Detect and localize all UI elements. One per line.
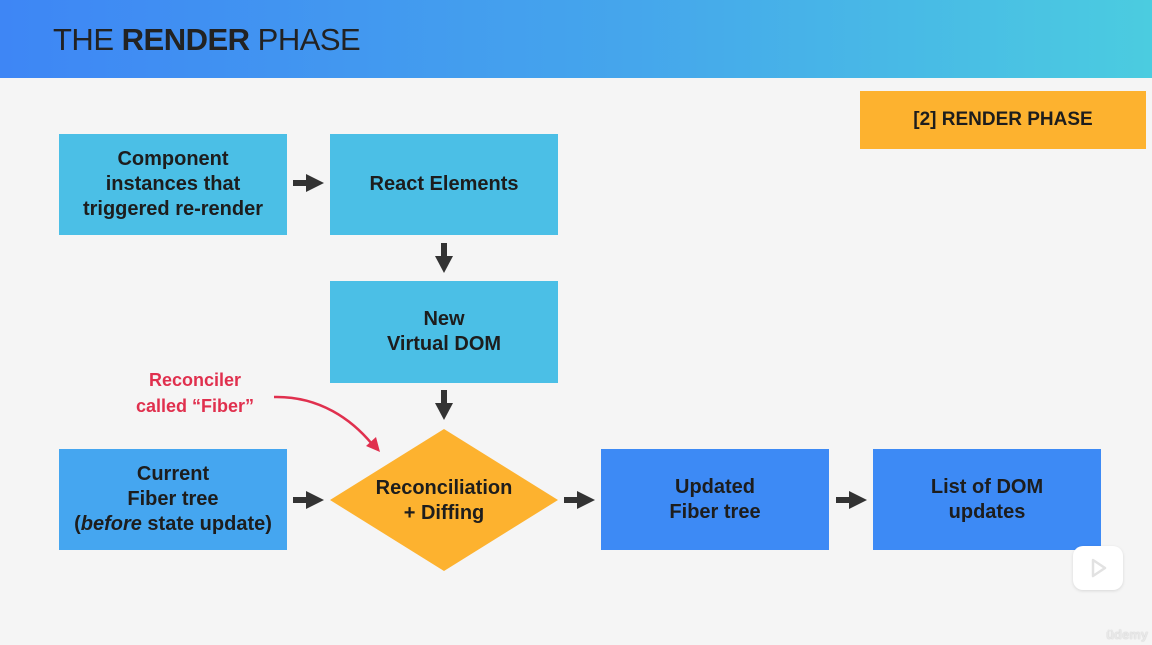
arrows	[293, 174, 867, 509]
arrow-reconciliation-to-updated-fiber	[564, 491, 595, 509]
updated-fiber-tree-node: Updated Fiber tree	[601, 449, 829, 550]
current-fiber-line3: (before state update)	[74, 513, 272, 535]
react-elements-label: React Elements	[369, 173, 519, 195]
react-elements-node: React Elements	[330, 134, 558, 235]
component-instances-node: Component instances that triggered re-re…	[59, 134, 287, 235]
current-fiber-italic: before	[80, 513, 142, 535]
component-instances-label: Component instances that triggered re-re…	[82, 148, 264, 220]
arrow-component-to-react-elements	[293, 174, 324, 192]
fiber-annotation-curve	[273, 395, 373, 445]
current-fiber-tree-node: Current Fiber tree (before state update)	[59, 449, 287, 550]
current-fiber-line2: Fiber tree	[127, 488, 219, 510]
arrow-updated-fiber-to-dom-updates	[836, 491, 867, 509]
arrow-virtual-dom-to-reconciliation	[435, 390, 453, 420]
updated-fiber-tree-label: Updated Fiber tree	[669, 475, 761, 523]
title-bold: RENDER	[121, 22, 250, 57]
arrow-current-fiber-to-reconciliation	[293, 491, 324, 509]
current-fiber-line1: Current	[136, 463, 210, 485]
udemy-watermark: üdemy	[1106, 627, 1148, 642]
fiber-annotation-arrowhead	[366, 437, 380, 452]
reconciler-annotation: Reconciler called “Fiber”	[135, 370, 255, 416]
title-suffix: PHASE	[249, 22, 361, 57]
play-icon	[1085, 541, 1107, 578]
reconciliation-label: Reconciliation + Diffing	[375, 477, 513, 524]
title-prefix: THE	[53, 22, 122, 57]
dom-updates-label: List of DOM updates	[930, 475, 1044, 523]
dom-updates-node: List of DOM updates	[873, 449, 1101, 550]
render-phase-badge: [2] RENDER PHASE	[860, 91, 1146, 149]
new-virtual-dom-label: New Virtual DOM	[386, 308, 502, 355]
reconciliation-diamond	[330, 429, 558, 571]
play-button[interactable]	[1073, 541, 1123, 590]
slide-header: THE RENDER PHASE	[0, 0, 1152, 78]
new-virtual-dom-node: New Virtual DOM	[330, 281, 558, 383]
slide-title: THE RENDER PHASE	[53, 22, 361, 58]
current-fiber-rest: state update)	[141, 513, 272, 535]
arrow-react-elements-to-virtual-dom	[435, 243, 453, 273]
